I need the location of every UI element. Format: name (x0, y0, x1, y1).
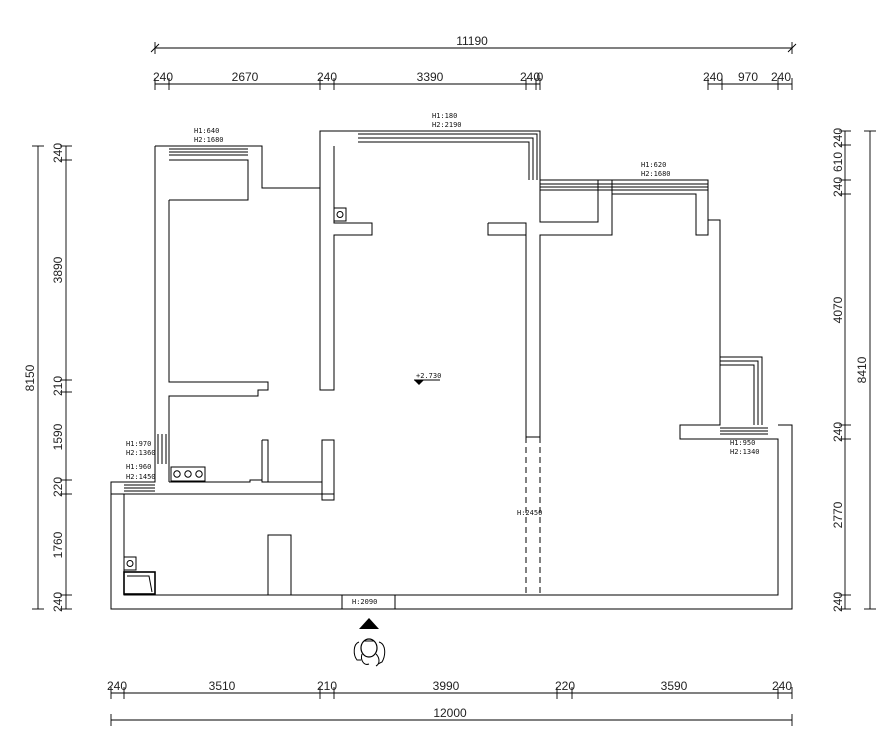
entrance-arrow-icon (359, 618, 379, 629)
bottom-total-label: 12000 (433, 706, 467, 720)
right-total-label: 8410 (855, 356, 869, 383)
left-total-dimension: 8150 (23, 145, 44, 610)
window-top-right (540, 183, 708, 191)
left-seg-1: 240 (51, 143, 65, 163)
top-segment-dimensions: 240 2670 240 3390 240 0 240 970 240 (153, 70, 793, 90)
right-seg-3: 240 (831, 177, 845, 197)
bottom-seg-3: 210 (317, 679, 337, 693)
bottom-seg-6: 3590 (661, 679, 688, 693)
bottom-seg-1: 240 (107, 679, 127, 693)
top-total-dimension: 11190 (150, 34, 797, 54)
label-bedroom-left-h2: H2:1680 (194, 136, 224, 144)
label-right-room-h2: H2:1680 (641, 170, 671, 178)
right-total-dimension: 8410 (855, 130, 876, 610)
right-seg-4: 4070 (831, 296, 845, 323)
label-top-window-h2: H2:2190 (432, 121, 462, 129)
label-entrance-height: H:2090 (352, 598, 377, 606)
right-seg-5: 240 (831, 422, 845, 442)
top-seg-3: 240 (317, 70, 337, 84)
label-top-window-h1: H1:180 (432, 112, 457, 120)
window-right-bay (720, 356, 763, 425)
left-segment-dimensions: 240 3890 210 1590 220 1760 240 (51, 143, 72, 612)
right-seg-2: 610 (831, 152, 845, 172)
label-right-room-h1: H1:620 (641, 161, 666, 169)
bottom-total-dimension: 12000 (110, 706, 793, 726)
right-seg-1: 240 (831, 128, 845, 148)
bottom-seg-5: 220 (555, 679, 575, 693)
label-bedroom-left-h1: H1:640 (194, 127, 219, 135)
bottom-seg-2: 3510 (209, 679, 236, 693)
label-opening-height: H:2450 (517, 509, 542, 517)
window-labels: H1:640 H2:1680 H1:180 H2:2190 H1:620 H2:… (126, 112, 760, 606)
entrance-door (341, 594, 396, 610)
open-passage (525, 437, 541, 595)
level-mark-label: +2.730 (416, 372, 441, 380)
top-seg-2: 2670 (232, 70, 259, 84)
left-total-label: 8150 (23, 364, 37, 391)
label-left-mid-h2: H2:1360 (126, 449, 156, 457)
drain-icon (333, 207, 347, 222)
right-seg-6: 2770 (831, 501, 845, 528)
left-seg-4: 1590 (51, 423, 65, 450)
person-icon (353, 638, 386, 667)
label-right-low-h2: H2:1340 (730, 448, 760, 456)
top-seg-7: 240 (703, 70, 723, 84)
cabinet (267, 534, 292, 596)
washer-icon (123, 556, 156, 595)
window-top-left (169, 148, 248, 156)
stove-icon (170, 466, 206, 482)
left-seg-2: 3890 (51, 256, 65, 283)
top-seg-9: 240 (771, 70, 791, 84)
label-left-mid-h1: H1:970 (126, 440, 151, 448)
window-left-mid (157, 434, 167, 464)
left-seg-3: 210 (51, 376, 65, 396)
left-seg-6: 1760 (51, 531, 65, 558)
outer-walls (110, 130, 793, 610)
bottom-seg-4: 3990 (433, 679, 460, 693)
left-seg-5: 220 (51, 477, 65, 497)
window-left-low (124, 484, 155, 492)
label-right-low-h1: H1:950 (730, 439, 755, 447)
level-mark: +2.730 (414, 372, 441, 385)
bottom-segment-dimensions: 240 3510 210 3990 220 3590 240 (107, 679, 793, 699)
label-left-low-h2: H2:1450 (126, 473, 156, 481)
window-right-low (720, 427, 768, 435)
top-seg-8: 970 (738, 70, 758, 84)
top-seg-6: 0 (537, 70, 544, 84)
label-left-low-h1: H1:960 (126, 463, 151, 471)
top-seg-1: 240 (153, 70, 173, 84)
bottom-seg-7: 240 (772, 679, 792, 693)
right-segment-dimensions: 240 610 240 4070 240 2770 240 (831, 128, 851, 612)
right-seg-7: 240 (831, 592, 845, 612)
window-top-center (358, 133, 538, 180)
top-seg-4: 3390 (417, 70, 444, 84)
top-total-label: 11190 (456, 34, 488, 48)
top-seg-5: 240 (520, 70, 540, 84)
left-seg-7: 240 (51, 592, 65, 612)
